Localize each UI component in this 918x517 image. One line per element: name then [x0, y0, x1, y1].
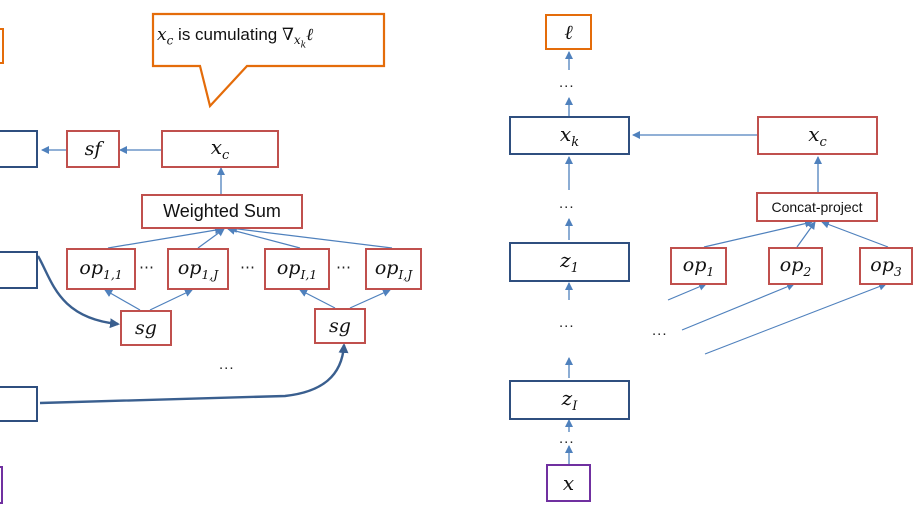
- left-blue-box-lower-edge: [0, 386, 38, 422]
- xk-node: xk: [509, 116, 630, 155]
- left-blue-box-top-edge: [0, 130, 38, 168]
- dots-above-x: ...: [559, 430, 575, 447]
- op-1-node: op1: [670, 247, 727, 285]
- xc-node-left: xc: [161, 130, 279, 168]
- input-to-op2: [681, 282, 795, 331]
- dots-above-zI: ...: [559, 314, 575, 331]
- curve-to-sg-right: [39, 343, 349, 405]
- weighted-sum-node: Weighted Sum: [141, 194, 303, 229]
- dots-inputs: ...: [652, 322, 668, 339]
- op3-to-concat: [821, 220, 889, 248]
- sg-node-left: sg: [120, 310, 172, 346]
- callout-text: xc is cumulating ∇xkℓ: [157, 25, 314, 51]
- zI-node: zI: [509, 380, 630, 420]
- sg-right-to-opI1: [299, 289, 336, 309]
- op-gap-dots-left: ⋯: [139, 259, 155, 276]
- concat-project-node: Concat-project: [756, 192, 878, 222]
- ell-node: ℓ: [545, 14, 592, 50]
- sf-node: sf: [66, 130, 120, 168]
- left-blue-box-middle-edge: [0, 251, 38, 289]
- op-1-J-node: op1,J: [167, 248, 229, 290]
- input-to-op3: [704, 282, 887, 355]
- op-gap-dots-mid: ⋯: [240, 259, 256, 276]
- sg-node-right: sg: [314, 308, 366, 344]
- curve-to-sg-left: [36, 255, 120, 329]
- dots-above-xk: ...: [559, 74, 575, 91]
- left-top-orange-box-edge: [0, 28, 4, 64]
- op-gap-dots-right: ⋯: [336, 259, 352, 276]
- x-input-node: x: [546, 464, 591, 502]
- op-1-1-node: op1,1: [66, 248, 136, 290]
- op1J-to-ws: [197, 228, 225, 249]
- callout-bubble: [151, 12, 386, 109]
- sg-right-to-opIJ: [349, 289, 391, 309]
- op-I-J-node: opI,J: [365, 248, 422, 290]
- op11-to-ws: [107, 226, 223, 249]
- input-to-op1: [667, 283, 707, 301]
- opI1-to-ws: [227, 226, 301, 249]
- sg-left-to-op1J: [149, 289, 193, 311]
- dots-above-z1: ...: [559, 195, 575, 212]
- opIJ-to-ws: [229, 224, 393, 249]
- op1-to-concat: [703, 219, 813, 248]
- op-2-node: op2: [768, 247, 823, 285]
- z1-node: z1: [509, 242, 630, 282]
- op-3-node: op3: [859, 247, 913, 285]
- sg-left-to-op11: [104, 289, 141, 311]
- xc-node-right: xc: [757, 116, 878, 155]
- op2-to-concat: [796, 221, 816, 248]
- left-middle-dots: ...: [219, 356, 235, 373]
- op-I-1-node: opI,1: [264, 248, 330, 290]
- left-purple-box-edge: [0, 466, 3, 504]
